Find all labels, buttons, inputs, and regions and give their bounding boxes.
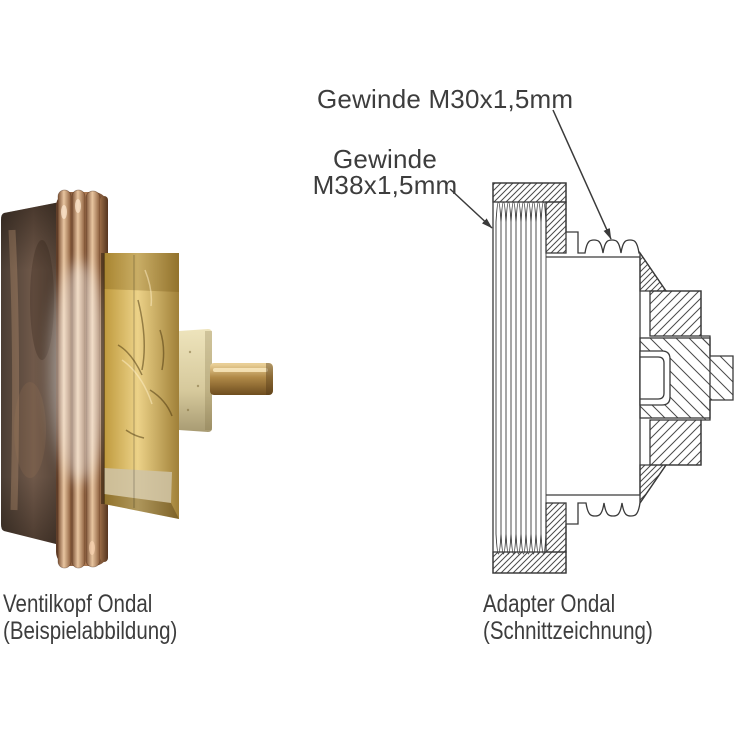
- caption-adapter-line1: Adapter Ondal: [483, 590, 616, 618]
- adapter-pin-socket: [639, 350, 671, 406]
- caption-valve-head-line2: (Beispielabbildung): [3, 617, 178, 645]
- caption-valve-head: Ventilkopf Ondal (Beispielabbildung): [3, 591, 177, 645]
- valve-body: [1, 202, 60, 545]
- label-thread-m38-line2: M38x1,5mm: [312, 170, 458, 200]
- valve-spacer-block: [179, 329, 212, 432]
- adapter-cross-section-drawing: [449, 109, 734, 574]
- adapter-step-right-lower: [701, 400, 710, 420]
- label-thread-m38-line1: Gewinde: [332, 144, 438, 174]
- adapter-step-block-lower: [649, 419, 702, 466]
- leader-line-m30: [552, 109, 612, 240]
- caption-valve-head-line1: Ventilkopf Ondal: [3, 590, 153, 618]
- valve-pin: [210, 363, 273, 395]
- adapter-interior-chamber: [546, 256, 641, 496]
- caption-adapter-line2: (Schnittzeichnung): [483, 617, 653, 645]
- valve-hex-nut: [101, 253, 179, 519]
- adapter-step-block-upper: [649, 290, 702, 337]
- adapter-outer-contour: [566, 231, 734, 525]
- adapter-cap-ring: [492, 182, 567, 574]
- valve-head-photo: [1, 189, 273, 569]
- adapter-step-right-upper: [701, 336, 710, 356]
- leader-line-m38: [449, 188, 493, 229]
- adapter-m38-thread: [495, 201, 547, 555]
- valve-threaded-collar: [50, 189, 110, 569]
- caption-adapter: Adapter Ondal (Schnittzeichnung): [483, 591, 653, 645]
- label-thread-m30: Gewinde M30x1,5mm: [317, 84, 574, 114]
- adapter-end-tab: [710, 356, 733, 400]
- label-thread-m38: Gewinde M38x1,5mm: [312, 146, 458, 198]
